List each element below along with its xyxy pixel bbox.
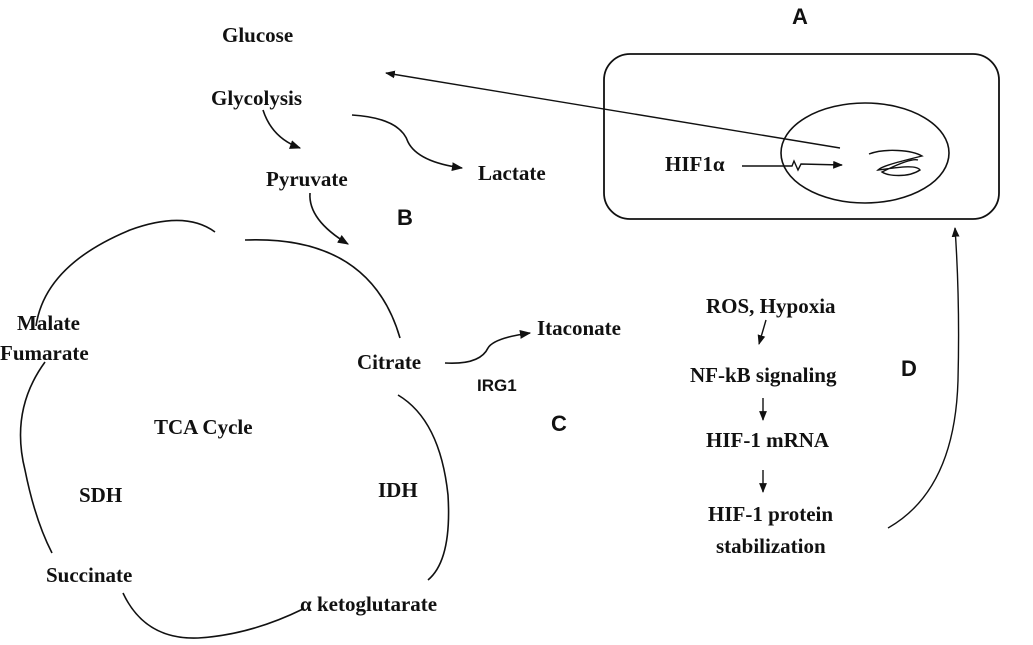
citrate-label: Citrate [357, 350, 421, 374]
succinate-label: Succinate [46, 563, 132, 587]
hif1-protein-label: HIF-1 protein [708, 502, 833, 526]
cell-outline [603, 53, 1000, 220]
malate-label: Malate [17, 311, 80, 335]
ros-hypoxia-label: ROS, Hypoxia [706, 294, 836, 318]
panel-label-c: C [551, 411, 567, 436]
nucleus-to-glycolysis-arrow [385, 70, 841, 149]
glycolysis-label: Glycolysis [211, 86, 302, 110]
stabilization-to-cell-arrow [887, 227, 960, 529]
itaconate-label: Itaconate [537, 316, 621, 340]
aketoglutarate-label: α ketoglutarate [300, 592, 437, 616]
glycolysis-to-lactate-arrow [351, 114, 464, 172]
glycolysis-to-pyruvate-arrow [262, 109, 302, 149]
lactate-label: Lactate [478, 161, 546, 185]
tca-cycle-label: TCA Cycle [154, 415, 253, 439]
hif1a-label: HIF1α [665, 152, 725, 176]
panel-label-b: B [397, 205, 413, 230]
nucleus-outline [780, 102, 950, 204]
glucose-label: Glucose [222, 23, 293, 47]
hif1-mrna-label: HIF-1 mRNA [706, 428, 830, 452]
dna-squiggle [868, 149, 924, 177]
citrate-to-itaconate-arrow [444, 329, 532, 365]
irg1-label: IRG1 [477, 376, 517, 395]
hif1a-to-nucleus-arrow [742, 159, 843, 172]
panel-label-d: D [901, 356, 917, 381]
pyruvate-to-tca-arrow [309, 192, 349, 245]
stabilization-label: stabilization [716, 534, 826, 558]
nfkb-signaling-label: NF-kB signaling [690, 363, 837, 387]
tca-cycle-arc-left [19, 361, 53, 554]
tca-cycle-arc-right [397, 394, 450, 581]
tca-cycle-arc-bottom [122, 592, 304, 639]
tca-cycle-arc-top-right [244, 239, 401, 339]
ros-to-nfkb-arrow [757, 319, 767, 345]
sdh-label: SDH [79, 483, 122, 507]
panel-label-a: A [792, 4, 808, 29]
tca-cycle-arc-top [35, 219, 216, 327]
fumarate-label: Fumarate [0, 341, 89, 365]
pyruvate-label: Pyruvate [266, 167, 348, 191]
idh-label: IDH [378, 478, 418, 502]
